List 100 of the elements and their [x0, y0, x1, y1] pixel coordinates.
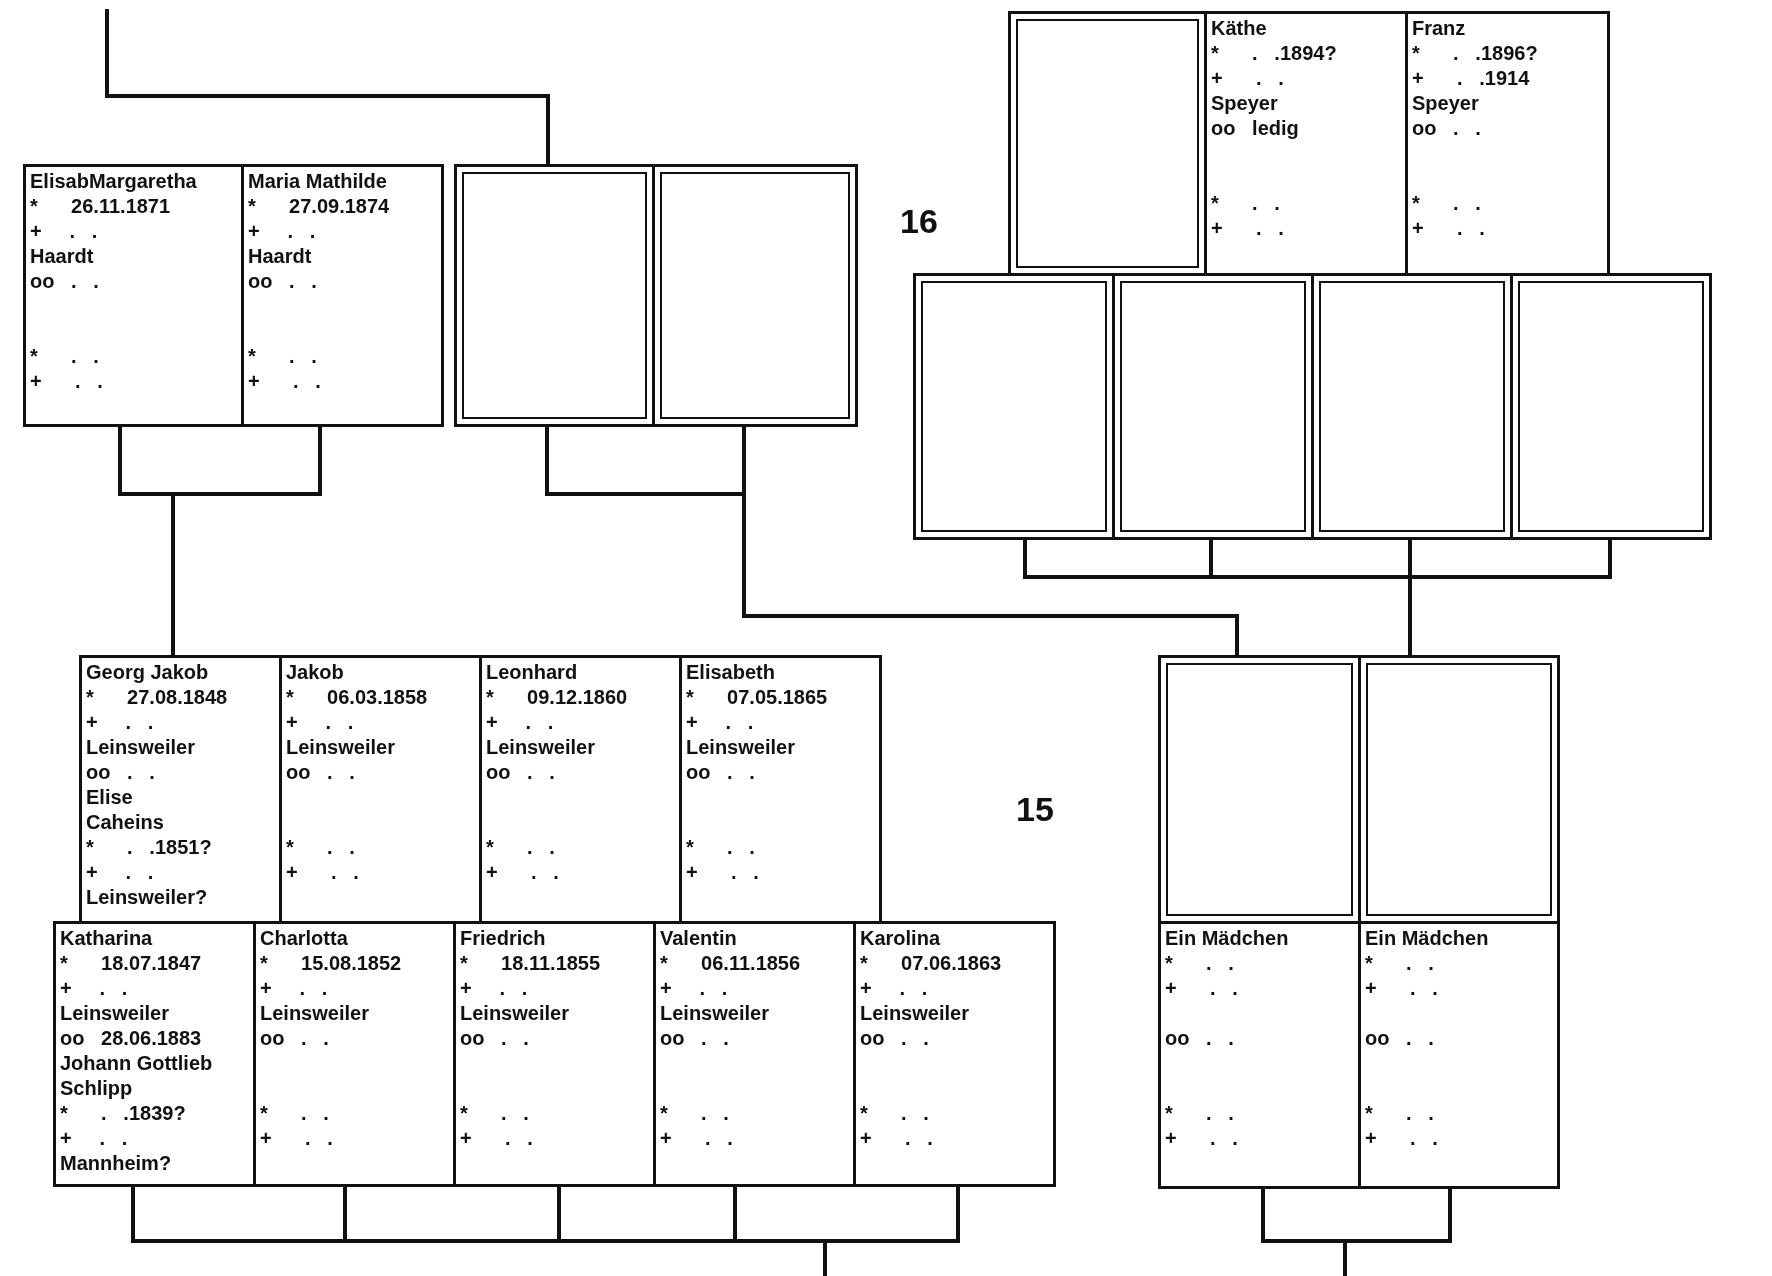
- card-line: + . .: [86, 710, 154, 734]
- card-line: + . .: [486, 860, 559, 884]
- person-card: [1405, 11, 1610, 276]
- card-line: + . .: [460, 976, 528, 1000]
- generation-number: 15: [1016, 790, 1054, 829]
- person-name: Franz: [1412, 16, 1466, 40]
- person-name: Karolina: [860, 926, 941, 950]
- blank-card: [1358, 655, 1560, 924]
- card-line: oo . .: [486, 760, 555, 784]
- card-line: * 18.07.1847: [60, 951, 202, 975]
- card-line: + . .: [1211, 66, 1284, 90]
- card-line: + . .: [460, 1126, 533, 1150]
- card-line: + . .: [30, 219, 98, 243]
- card-line: + . .: [660, 976, 728, 1000]
- card-line: * . .: [1211, 191, 1280, 215]
- card-line: * . .: [460, 1101, 529, 1125]
- card-line: + . .: [286, 710, 354, 734]
- card-line: + . .: [86, 860, 154, 884]
- card-line: + . .: [1211, 216, 1284, 240]
- card-line: Mannheim?: [60, 1151, 172, 1175]
- card-line: * . .1851?: [86, 835, 212, 859]
- card-line: Leinsweiler: [260, 1001, 369, 1025]
- card-line: + . .: [248, 369, 321, 393]
- card-line: * 06.11.1856: [660, 951, 801, 975]
- person-name: Valentin: [660, 926, 737, 950]
- blank-card: [913, 273, 1115, 540]
- card-line: + . .: [248, 219, 316, 243]
- card-line: Leinsweiler: [660, 1001, 769, 1025]
- card-line: * 18.11.1855: [460, 951, 601, 975]
- person-card: [1158, 921, 1361, 1189]
- card-line: oo . .: [260, 1026, 329, 1050]
- card-line: * . .: [1165, 951, 1234, 975]
- card-line: * . .1894?: [1211, 41, 1337, 65]
- person-card: [53, 921, 256, 1187]
- person-card: [853, 921, 1056, 1187]
- connector-line: [1408, 540, 1612, 655]
- card-line: oo . .: [248, 269, 317, 293]
- card-line: + . .: [30, 369, 103, 393]
- card-line: oo 28.06.1883: [60, 1026, 202, 1050]
- person-name: Elisabeth: [686, 660, 775, 684]
- card-line: Leinsweiler: [286, 735, 395, 759]
- card-line: + . .: [1165, 1126, 1238, 1150]
- card-line: Elise: [86, 785, 133, 809]
- blank-card: [1510, 273, 1712, 540]
- blank-card: [1008, 11, 1207, 276]
- card-line: + . .: [60, 976, 128, 1000]
- card-line: oo . .: [686, 760, 755, 784]
- connector-line: [171, 427, 322, 655]
- card-line: + . .: [60, 1126, 128, 1150]
- card-line: + . .: [260, 1126, 333, 1150]
- card-line: + . .: [1412, 216, 1485, 240]
- card-line: * 07.05.1865: [686, 685, 828, 709]
- card-line: * . .: [660, 1101, 729, 1125]
- card-line: * 27.08.1848: [86, 685, 228, 709]
- card-line: Haardt: [248, 244, 312, 268]
- card-line: Schlipp: [60, 1076, 133, 1100]
- card-line: Caheins: [86, 810, 164, 834]
- card-line: + . .: [686, 710, 754, 734]
- card-line: + . .: [686, 860, 759, 884]
- card-line: * 07.06.1863: [860, 951, 1002, 975]
- card-line: * . .: [860, 1101, 929, 1125]
- card-line: + . .: [486, 710, 554, 734]
- card-line: * . .: [686, 835, 755, 859]
- person-name: Leonhard: [486, 660, 578, 684]
- card-line: oo . .: [86, 760, 155, 784]
- card-line: Leinsweiler: [60, 1001, 169, 1025]
- card-line: + . .: [1165, 976, 1238, 1000]
- person-card: [79, 655, 282, 924]
- card-line: Leinsweiler: [86, 735, 195, 759]
- card-line: Leinsweiler: [486, 735, 595, 759]
- card-line: Haardt: [30, 244, 94, 268]
- card-line: Johann Gottlieb: [60, 1051, 213, 1075]
- person-card: [679, 655, 882, 924]
- person-name: Käthe: [1211, 16, 1267, 40]
- card-line: * . .: [248, 344, 317, 368]
- card-line: * . .: [1365, 1101, 1434, 1125]
- card-line: Leinsweiler?: [86, 885, 208, 909]
- card-line: * 26.11.1871: [30, 194, 171, 218]
- blank-card: [454, 164, 655, 427]
- card-line: oo . .: [660, 1026, 729, 1050]
- card-line: oo . .: [30, 269, 99, 293]
- connector-line: [823, 1187, 960, 1276]
- person-card: [241, 164, 444, 427]
- card-line: oo . .: [860, 1026, 929, 1050]
- card-line: oo . .: [286, 760, 355, 784]
- card-line: Leinsweiler: [686, 735, 795, 759]
- card-line: + . .: [1365, 976, 1438, 1000]
- person-card: [23, 164, 244, 427]
- card-line: * 27.09.1874: [248, 194, 390, 218]
- card-line: * 09.12.1860: [486, 685, 628, 709]
- card-line: * . .: [1365, 951, 1434, 975]
- person-name: Maria Mathilde: [248, 169, 387, 193]
- card-line: Leinsweiler: [860, 1001, 969, 1025]
- card-line: * 15.08.1852: [260, 951, 402, 975]
- person-card: [1358, 921, 1560, 1189]
- card-line: + . .: [286, 860, 359, 884]
- connector-line: [105, 9, 550, 164]
- person-name: Friedrich: [460, 926, 546, 950]
- person-name: ElisabMargaretha: [30, 169, 197, 193]
- card-line: + . .: [860, 976, 928, 1000]
